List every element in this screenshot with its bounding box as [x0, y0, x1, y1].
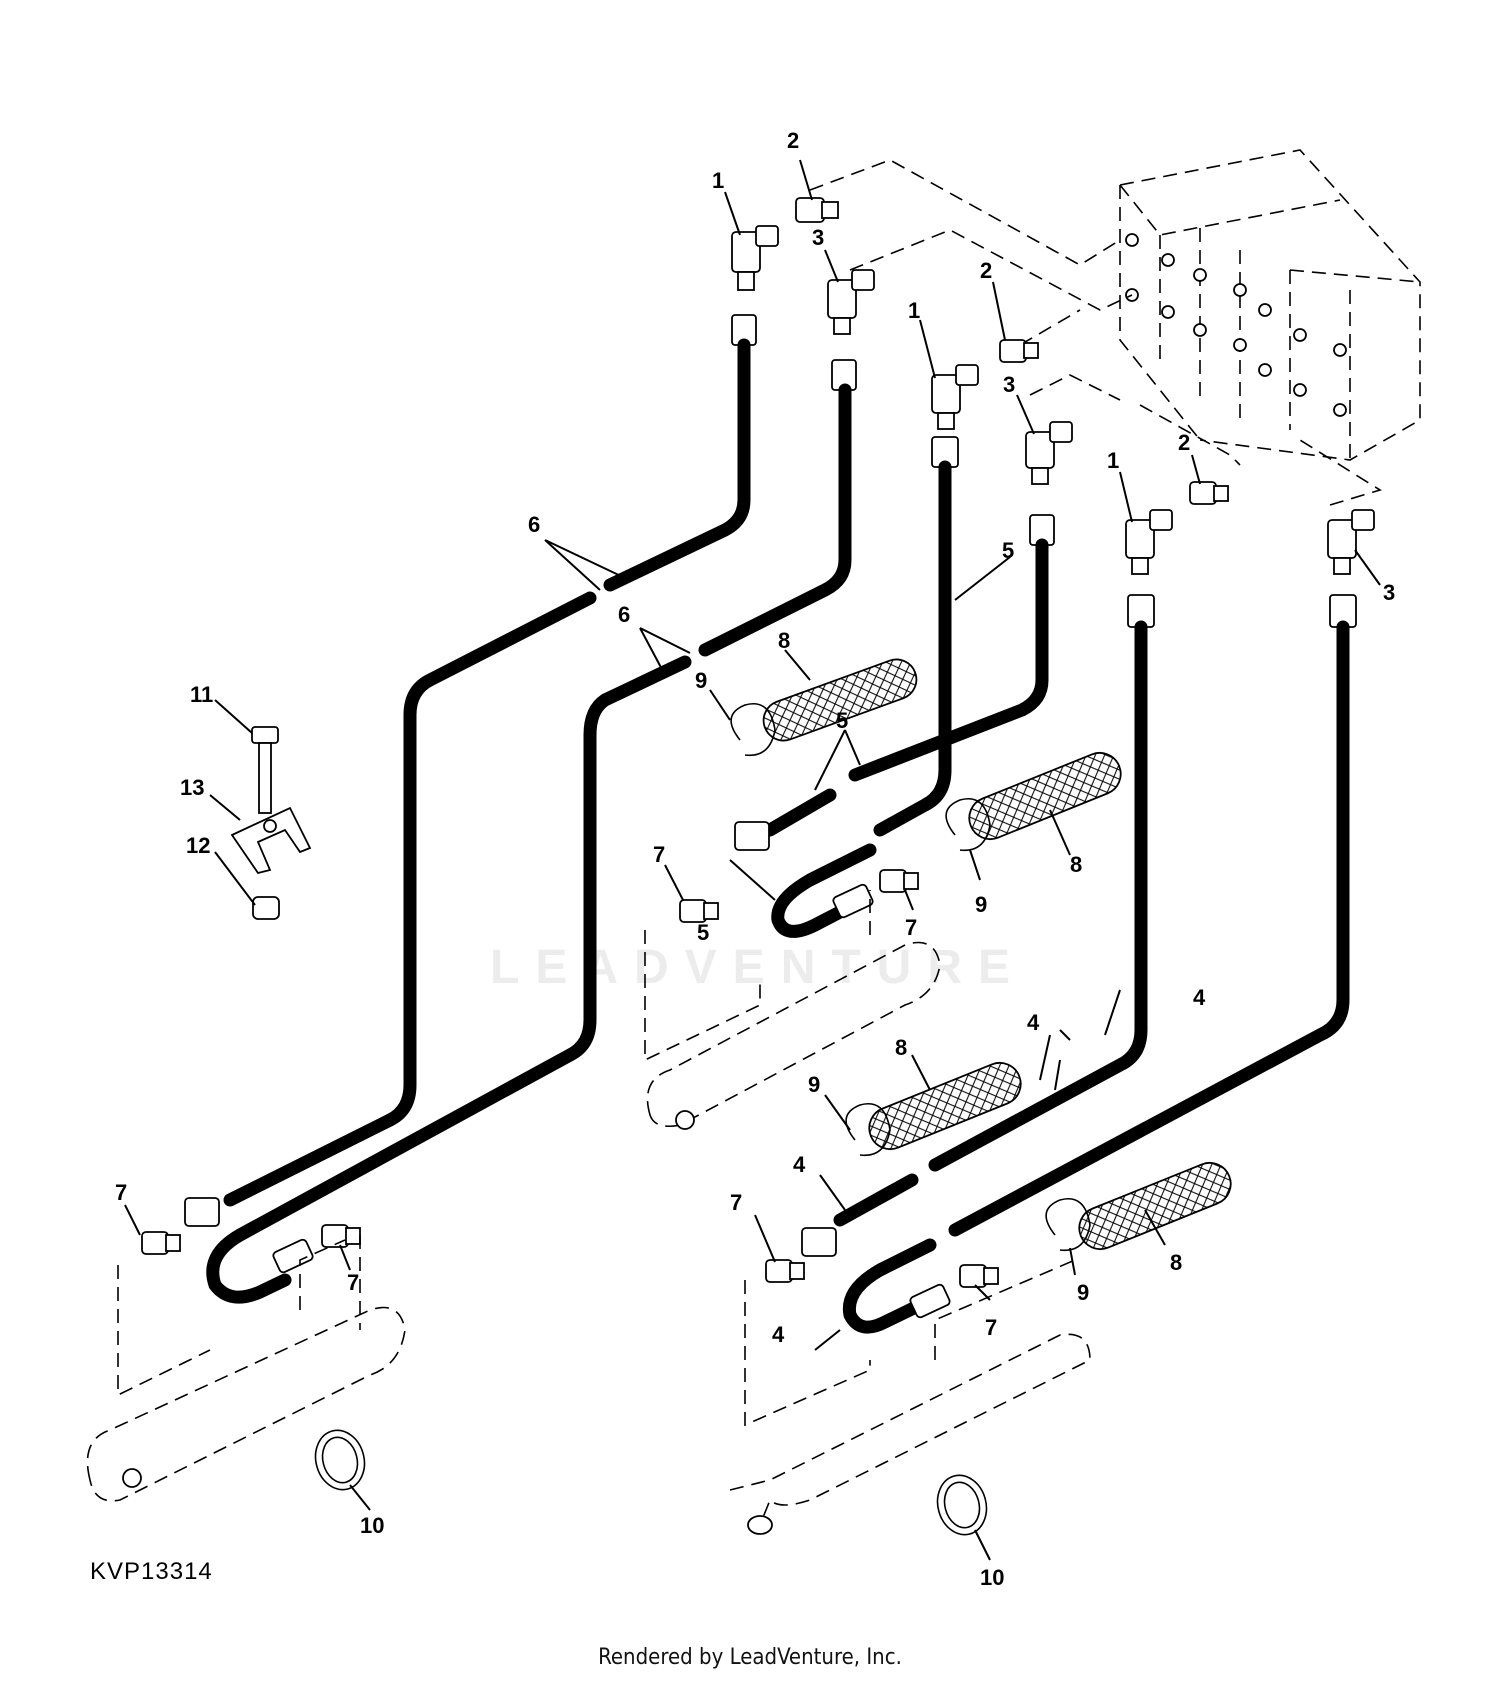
sleeve-8d — [1078, 1161, 1232, 1251]
bolt-clamp-assembly — [230, 726, 312, 920]
leader-lines — [124, 159, 1381, 1561]
callout-7: 7 — [730, 1190, 742, 1215]
callout-5: 5 — [836, 708, 848, 733]
hose-5a — [873, 460, 952, 837]
hoses — [184, 314, 1357, 1334]
hose-4b — [948, 620, 1350, 1237]
bolt-shank — [258, 742, 272, 814]
callout-9: 9 — [808, 1072, 820, 1097]
callout-6: 6 — [528, 512, 540, 537]
adapter-fitting-2b — [999, 339, 1039, 363]
hose-5c — [771, 843, 877, 938]
elbow-fitting-3a — [827, 269, 875, 335]
hose-6a-lower — [223, 591, 597, 1207]
hose-4a-lower — [833, 1173, 919, 1227]
adapter-fitting-2c — [1189, 481, 1229, 505]
callout-labels: 1 2 3 1 2 3 1 2 3 6 6 5 8 9 5 11 13 12 7… — [115, 128, 1395, 1590]
hose-4b-lower — [842, 1238, 937, 1334]
callout-10: 10 — [980, 1565, 1004, 1590]
callout-4: 4 — [772, 1322, 785, 1347]
callout-4: 4 — [1027, 1010, 1040, 1035]
fittings — [731, 197, 1375, 575]
control-valve — [809, 149, 1421, 506]
diagram-watermark: LEADVENTURE — [490, 941, 1027, 994]
hose-6b-upper — [698, 383, 852, 657]
protective-sleeves — [762, 658, 1232, 1251]
sleeve-8a — [762, 658, 918, 742]
diagram-code: KVP13314 — [90, 1558, 213, 1585]
callout-11: 11 — [190, 682, 213, 707]
clamp-plate — [230, 806, 312, 875]
callout-9: 9 — [695, 668, 707, 693]
callout-8: 8 — [778, 628, 790, 653]
callout-4: 4 — [793, 1152, 806, 1177]
hose-5b-lower — [763, 788, 837, 837]
callout-10: 10 — [360, 1513, 384, 1538]
hex-nut — [252, 896, 280, 920]
callout-9: 9 — [975, 892, 987, 917]
callout-7: 7 — [985, 1315, 997, 1340]
callout-1: 1 — [908, 298, 920, 323]
hose-6b-lower — [206, 655, 692, 1304]
sleeve-8b — [968, 751, 1122, 841]
callout-4: 4 — [1193, 985, 1206, 1010]
hose-5b-upper — [848, 538, 1049, 782]
callout-1: 1 — [1107, 448, 1119, 473]
callout-7: 7 — [905, 915, 917, 940]
elbow-fitting-1c — [1125, 509, 1173, 575]
large-clamps-10 — [314, 1429, 988, 1536]
callout-3: 3 — [812, 225, 824, 250]
elbow-fitting-3c — [1327, 509, 1375, 575]
elbow-fitting-1b — [931, 364, 979, 430]
callout-6: 6 — [618, 602, 630, 627]
callout-7: 7 — [115, 1180, 127, 1205]
adapter-fitting-2a — [795, 197, 839, 223]
callout-2: 2 — [980, 258, 992, 283]
hose-6a-upper — [603, 338, 751, 592]
callout-3: 3 — [1383, 580, 1395, 605]
elbow-fitting-1a — [731, 225, 779, 291]
callout-2: 2 — [1178, 430, 1190, 455]
bolt-head — [251, 726, 279, 744]
hydraulic-cylinders — [86, 890, 1091, 1535]
callout-12: 12 — [186, 833, 210, 858]
hose-4a — [928, 620, 1148, 1172]
callout-2: 2 — [787, 128, 799, 153]
callout-7: 7 — [347, 1270, 359, 1295]
callout-9: 9 — [1077, 1280, 1089, 1305]
hose-clamps — [730, 703, 1091, 1252]
callout-5: 5 — [697, 920, 709, 945]
callout-5: 5 — [1002, 538, 1014, 563]
sleeve-8c — [868, 1061, 1022, 1151]
callout-8: 8 — [1170, 1250, 1182, 1275]
straight-fittings-7 — [141, 869, 999, 1288]
callout-8: 8 — [895, 1035, 907, 1060]
elbow-fitting-3b — [1025, 421, 1073, 485]
callout-8: 8 — [1070, 852, 1082, 877]
callout-1: 1 — [712, 168, 724, 193]
callout-3: 3 — [1003, 372, 1015, 397]
callout-7: 7 — [653, 842, 665, 867]
callout-13: 13 — [180, 775, 204, 800]
render-credit: Rendered by LeadVenture, Inc. — [598, 1645, 902, 1670]
